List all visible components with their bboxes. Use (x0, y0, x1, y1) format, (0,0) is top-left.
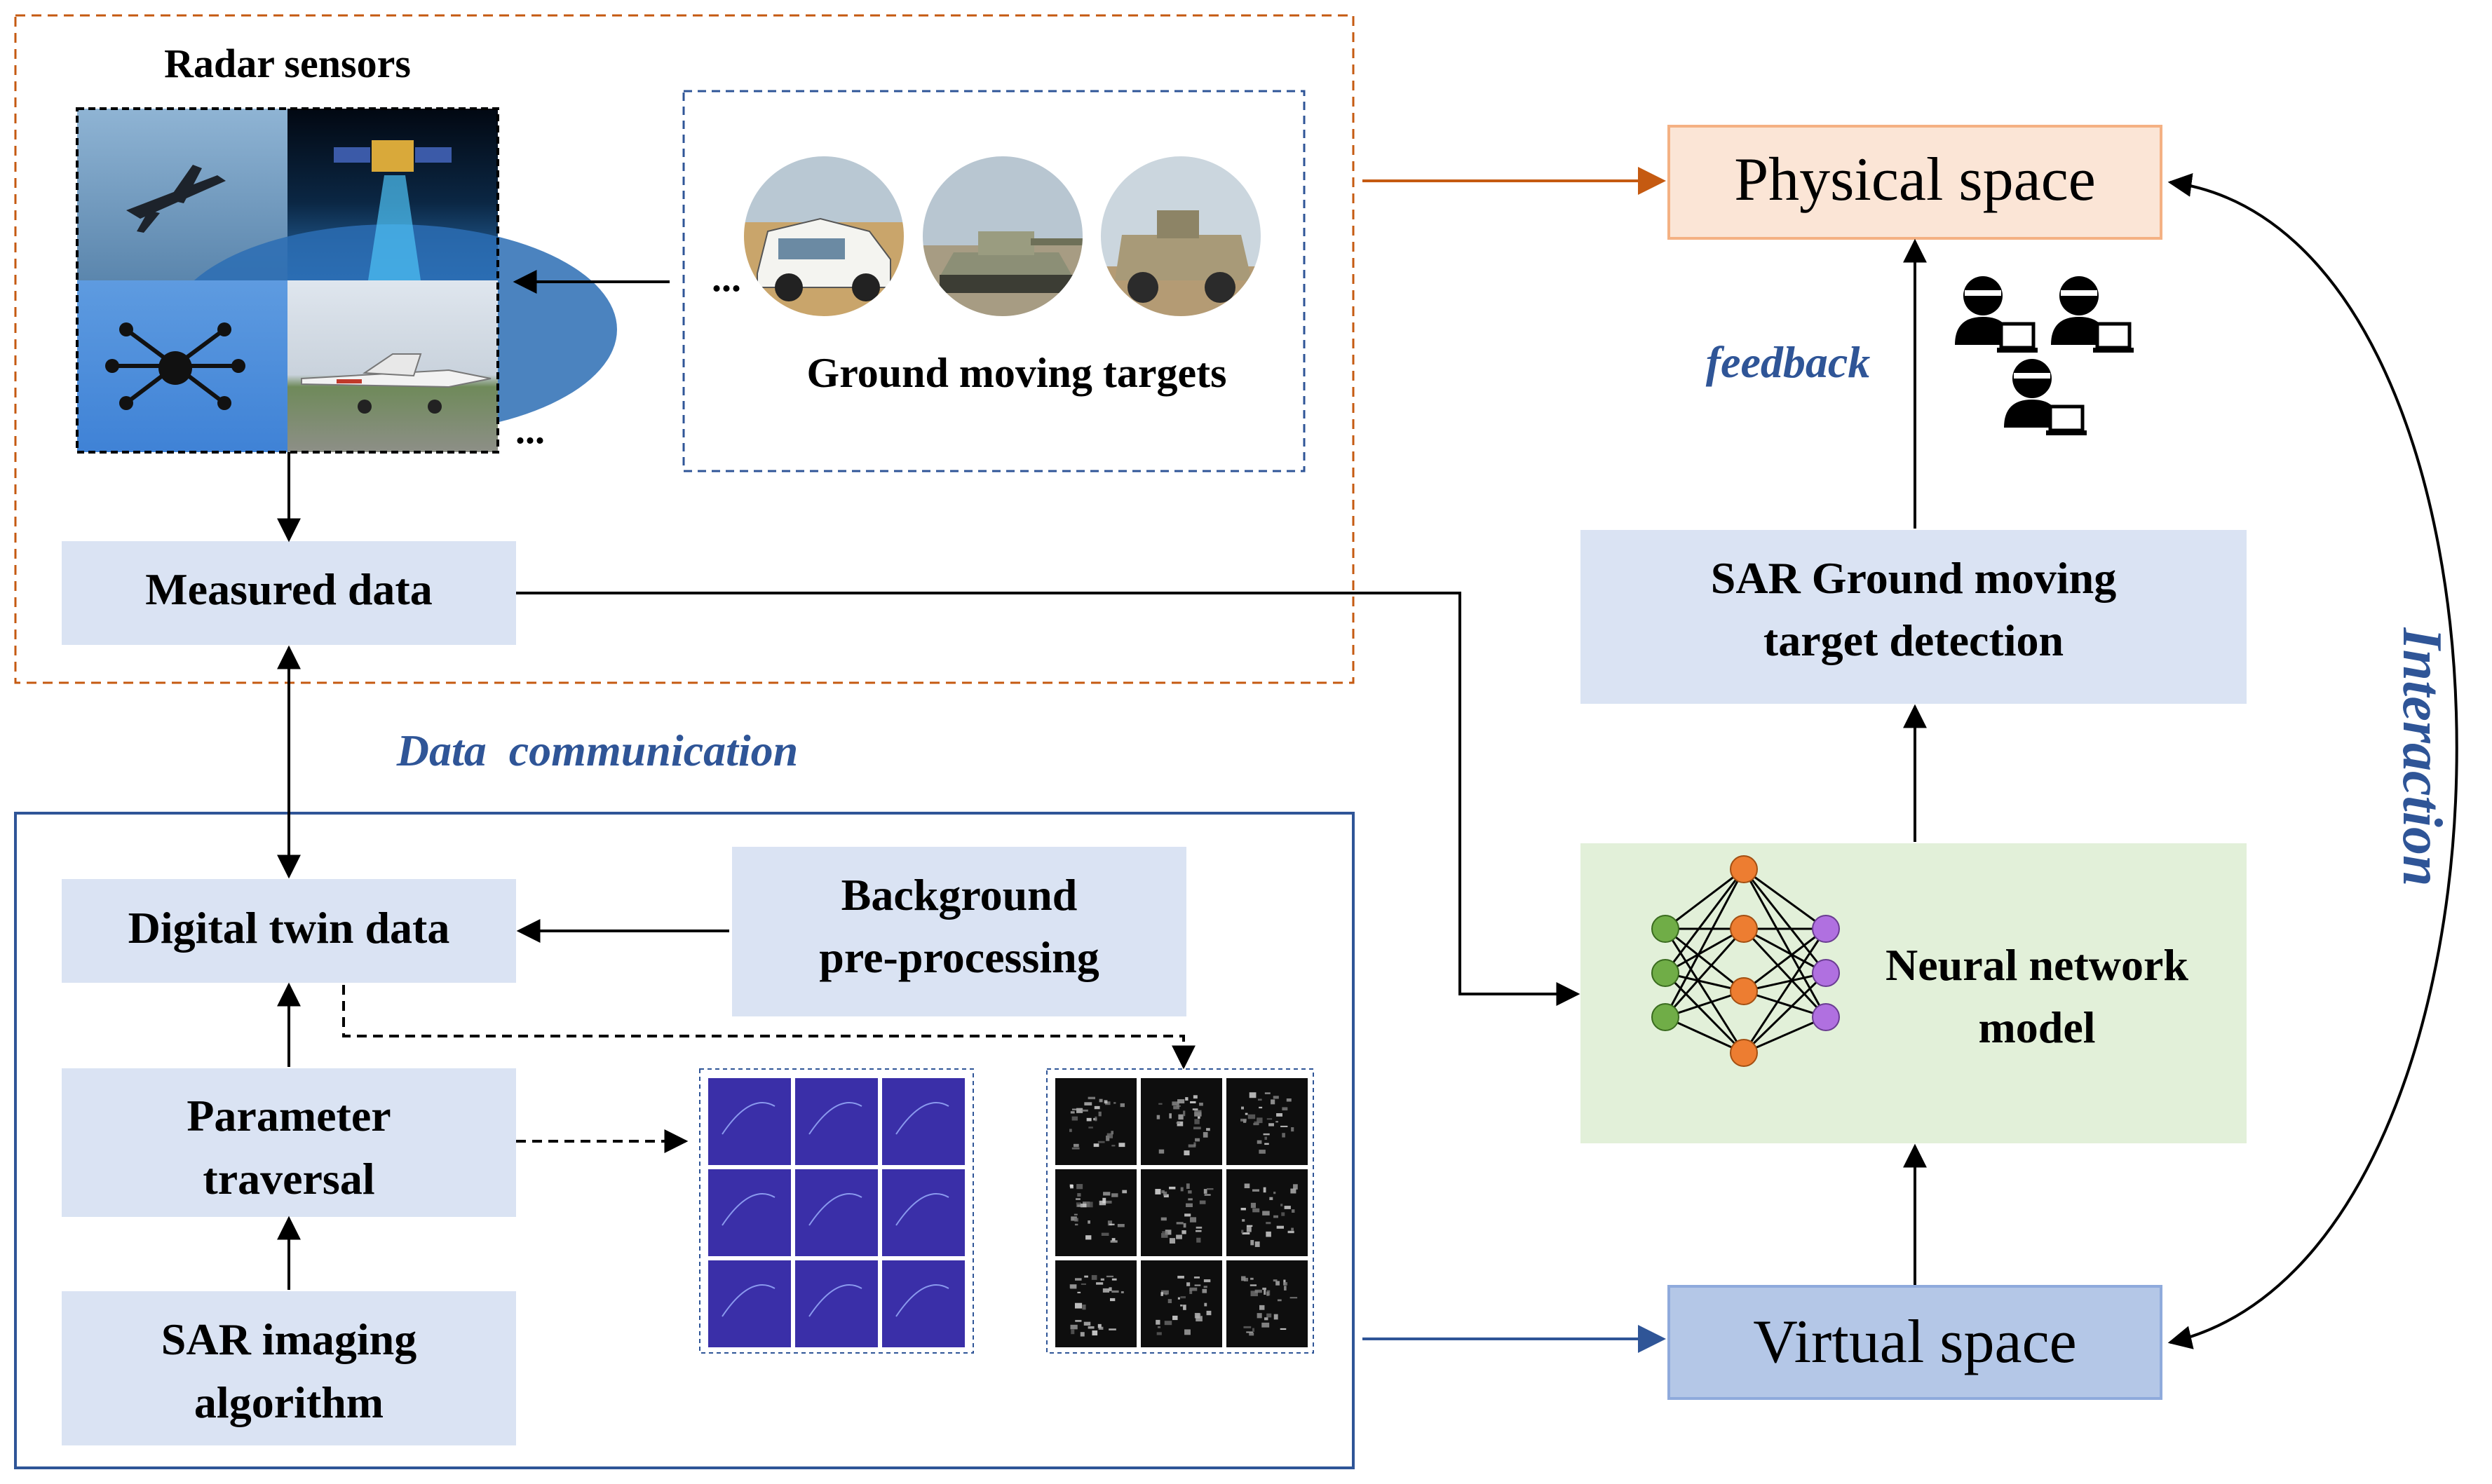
targets-more-ellipsis: ... (712, 257, 741, 300)
echo-tile (708, 1260, 791, 1347)
output-node (1812, 959, 1840, 987)
sar-tile (1141, 1169, 1222, 1256)
echo-tile (708, 1078, 791, 1165)
drone-photo-icon (77, 280, 287, 452)
virtual-space-label: Virtual space (1753, 1308, 2076, 1376)
measured-data-box (62, 541, 516, 645)
tank-target-icon (922, 156, 1083, 317)
hidden-node (1730, 915, 1758, 943)
echo-tile (708, 1169, 791, 1256)
ground-moving-targets-label: Ground moving targets (807, 350, 1227, 396)
sar-tile (1055, 1078, 1137, 1165)
background-preprocessing-box (732, 847, 1186, 1016)
physical-space-box (1667, 125, 2162, 240)
background-label-line2: pre-processing (819, 932, 1099, 982)
background-label-line1: Background (841, 870, 1078, 920)
armored-vehicle-target-icon (1100, 156, 1261, 317)
measured-to-neural-arrow (516, 592, 1580, 1006)
digital-twin-data-label: Digital twin data (128, 903, 450, 953)
sar-gmtd-label-line2: target detection (1763, 615, 2064, 665)
sar-imaging-algorithm-box (62, 1291, 516, 1445)
sar-gmtd-label-line1: SAR Ground moving (1711, 553, 2117, 603)
sar-image-grid-icon (1046, 1068, 1314, 1354)
echo-tile (882, 1169, 965, 1256)
virtual-layer-frame (14, 812, 1355, 1469)
neural-label-line1: Neural network (1885, 940, 2188, 990)
sar-tile (1226, 1260, 1308, 1347)
echo-tile (882, 1078, 965, 1165)
sar-imaging-label-line2: algorithm (194, 1377, 384, 1427)
simulated-echo-grid-icon (699, 1068, 974, 1354)
output-node (1812, 915, 1840, 943)
car-target-icon (743, 156, 905, 317)
hidden-node (1730, 855, 1758, 883)
operator-icon (2004, 359, 2087, 435)
input-node (1651, 1003, 1679, 1031)
neural-network-icon (1651, 855, 1840, 1067)
sar-tile (1226, 1078, 1308, 1165)
feedback-label: feedback (1706, 337, 1871, 387)
data-communication-label: Data communication (396, 726, 799, 775)
ground-targets-frame (682, 90, 1306, 472)
sar-tile (1141, 1260, 1222, 1347)
hidden-node (1730, 977, 1758, 1005)
radar-photo-collage (76, 107, 617, 454)
radar-sensors-title: Radar sensors (164, 41, 411, 86)
input-node (1651, 959, 1679, 987)
interaction-arrow (2167, 173, 2458, 1349)
sar-tile (1055, 1169, 1137, 1256)
sar-gmtd-box (1580, 530, 2247, 704)
light-aircraft-photo-icon (287, 280, 498, 452)
twin-to-sar-grid-arrow (342, 985, 1196, 1070)
echo-tile (795, 1078, 878, 1165)
sar-imaging-label-line1: SAR imaging (161, 1314, 417, 1364)
neural-network-box (1580, 843, 2247, 1143)
output-node (1812, 1003, 1840, 1031)
parameter-label-line1: Parameter (187, 1091, 391, 1141)
interaction-label: Interaction (2391, 627, 2453, 887)
echo-tile (882, 1260, 965, 1347)
radar-more-ellipsis: ... (515, 409, 545, 452)
echo-tile (795, 1169, 878, 1256)
virtual-space-box (1667, 1285, 2162, 1400)
echo-tile (795, 1260, 878, 1347)
input-node (1651, 915, 1679, 943)
operator-icon (2051, 276, 2134, 353)
neural-label-line2: model (1978, 1002, 2095, 1052)
measured-data-label: Measured data (145, 564, 432, 614)
hidden-node (1730, 1039, 1758, 1067)
operator-icon (1955, 276, 2038, 353)
parameter-traversal-box (62, 1068, 516, 1217)
physical-layer-frame (14, 14, 1355, 684)
physical-space-label: Physical space (1734, 146, 2096, 214)
digital-twin-data-box (62, 879, 516, 983)
parameter-label-line2: traversal (203, 1154, 374, 1204)
